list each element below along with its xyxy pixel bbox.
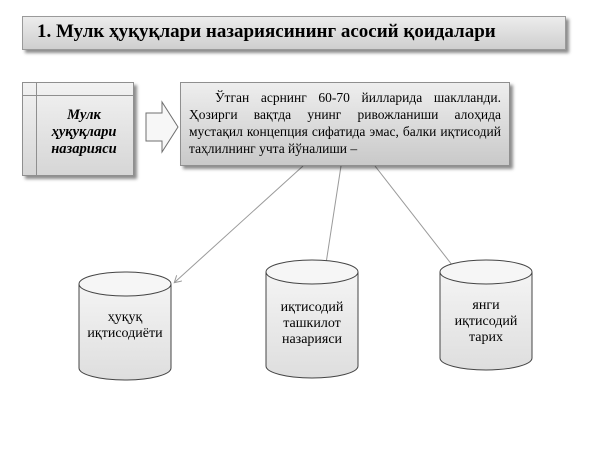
cylinder-label-line: назарияси: [281, 332, 343, 347]
cylinder-label-new-economic-history: янги иқтисодий тарих: [440, 298, 532, 346]
description-text: Ўтган асрнинг 60-70 йилларида шаклланди.…: [189, 90, 501, 156]
theory-box: Мулк ҳуқуқлари назарияси: [22, 82, 134, 176]
connector-line: [374, 165, 456, 270]
theory-label: Мулк ҳуқуқлари назарияси: [37, 107, 131, 158]
cylinder-label-line: ҳуқуқ: [107, 310, 143, 325]
cylinder-label-law-economics: ҳуқуқ иқтисодиёти: [79, 310, 171, 342]
theory-label-line: назарияси: [51, 141, 117, 157]
theory-label-line: Мулк: [67, 107, 101, 123]
connector-line: [325, 165, 342, 270]
cylinder-label-organization-theory: иқтисодий ташкилот назарияси: [266, 300, 358, 348]
page-title: 1. Мулк ҳуқуқлари назариясининг асосий қ…: [37, 21, 496, 42]
cylinder-label-line: иқтисодиёти: [87, 326, 163, 341]
cylinder-shape: [265, 259, 359, 379]
cylinder-label-line: иқтисодий: [454, 314, 518, 329]
theory-label-line: ҳуқуқлари: [51, 124, 117, 140]
title-bar: 1. Мулк ҳуқуқлари назариясининг асосий қ…: [22, 16, 566, 50]
cylinder-shape: [78, 271, 172, 381]
block-arrow-icon: [145, 100, 179, 154]
cylinder-label-line: янги: [472, 298, 500, 313]
cylinder-label-line: ташкилот: [283, 316, 341, 331]
cylinder-label-line: тарих: [469, 330, 503, 345]
cylinder-shape: [439, 259, 533, 371]
description-box: Ўтган асрнинг 60-70 йилларида шаклланди.…: [180, 82, 510, 166]
connector-line: [175, 165, 304, 282]
box-horizontal-divider: [23, 95, 133, 96]
cylinder-label-line: иқтисодий: [280, 300, 344, 315]
box-vertical-divider: [36, 83, 37, 175]
